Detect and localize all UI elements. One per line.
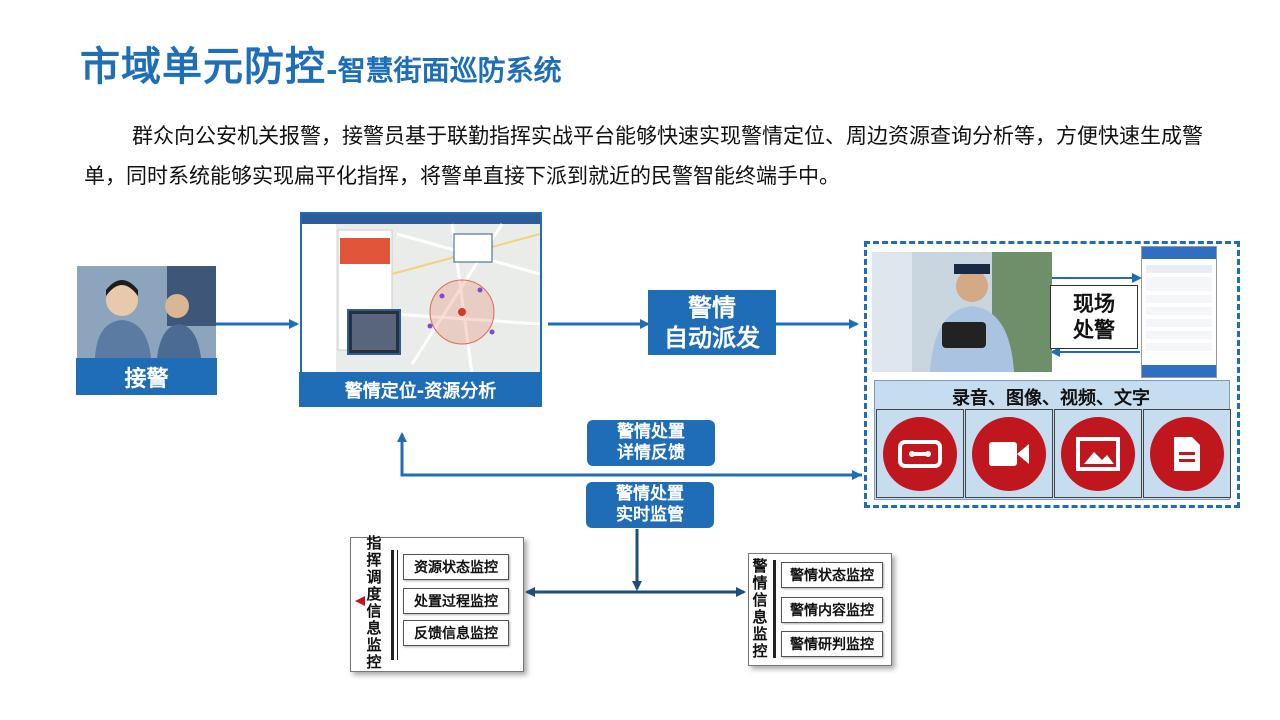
intro-paragraph: 群众向公安机关报警，接警员基于联勤指挥实战平台能够快速实现警情定位、周边资源查询… [84, 124, 1203, 188]
monitor-item-alert-status: 警情状态监控 [781, 562, 883, 588]
alert-info-divider [773, 560, 776, 658]
alert-info-monitor-panel: 警 情 信 息 监 控 警情状态监控 警情内容监控 警情研判监控 [748, 553, 892, 666]
receive-call-label: 接警 [124, 366, 169, 392]
terminal-group [864, 241, 1240, 508]
realtime-line1: 警情处置 [616, 484, 684, 504]
mobile-app-screen [1141, 246, 1217, 378]
media-image-cell [1054, 409, 1142, 498]
command-dispatch-divider [391, 550, 394, 660]
media-recording-cell [876, 409, 964, 498]
auto-dispatch-box: 警情 自动派发 [648, 290, 776, 355]
title-main: 市域单元防控 [80, 44, 326, 90]
alert-info-vertical-title: 警 情 信 息 监 控 [752, 557, 768, 660]
onsite-line1: 现场 [1073, 292, 1115, 316]
realtime-line2: 实时监管 [616, 505, 684, 525]
officer-photo [872, 252, 1052, 372]
monitor-item-resource-status: 资源状态监控 [403, 554, 509, 580]
map-analysis-screen [300, 212, 542, 376]
realtime-box: 警情处置 实时监管 [586, 482, 714, 528]
feedback-line2: 详情反馈 [617, 443, 685, 463]
officer-illustration [872, 252, 1052, 372]
monitor-item-alert-content: 警情内容监控 [781, 597, 883, 623]
feedback-line1: 警情处置 [617, 422, 685, 442]
monitor-item-feedback-info: 反馈信息监控 [403, 620, 509, 646]
monitor-item-handling-process: 处置过程监控 [403, 588, 509, 614]
command-dispatch-vertical-title: 指 挥 调 度 信 息 监 控 [366, 534, 382, 671]
locate-analysis-box: 警情定位-资源分析 [299, 372, 542, 407]
monitor-item-alert-analysis: 警情研判监控 [781, 631, 883, 657]
receive-call-box: 接警 [76, 358, 217, 395]
command-dispatch-monitor-panel: 指 挥 调 度 信 息 监 控 资源状态监控 处置过程监控 反馈信息监控 [350, 534, 524, 672]
operator-illustration [77, 266, 216, 358]
auto-dispatch-line2: 自动派发 [664, 323, 760, 352]
recording-icon [883, 416, 957, 491]
pointer-icon [355, 596, 365, 606]
mobile-app-illustration [1142, 247, 1216, 377]
video-icon [972, 416, 1046, 491]
onsite-line2: 处警 [1073, 318, 1115, 342]
operator-photo [77, 266, 216, 358]
media-types-title: 录音、图像、视频、文字 [952, 388, 1150, 409]
title-sub: -智慧街面巡防系统 [326, 54, 562, 87]
document-icon [1150, 416, 1224, 491]
media-video-cell [965, 409, 1053, 498]
map-screenshot [302, 214, 540, 374]
image-icon [1061, 416, 1135, 491]
auto-dispatch-line1: 警情 [688, 293, 736, 322]
onsite-handling-box: 现场 处警 [1050, 285, 1138, 349]
media-document-cell [1143, 409, 1231, 498]
command-dispatch-divider-2 [397, 550, 398, 660]
locate-analysis-label: 警情定位-资源分析 [344, 380, 497, 402]
feedback-box: 警情处置 详情反馈 [587, 420, 715, 466]
page-title: 市域单元防控-智慧街面巡防系统 [80, 34, 562, 92]
